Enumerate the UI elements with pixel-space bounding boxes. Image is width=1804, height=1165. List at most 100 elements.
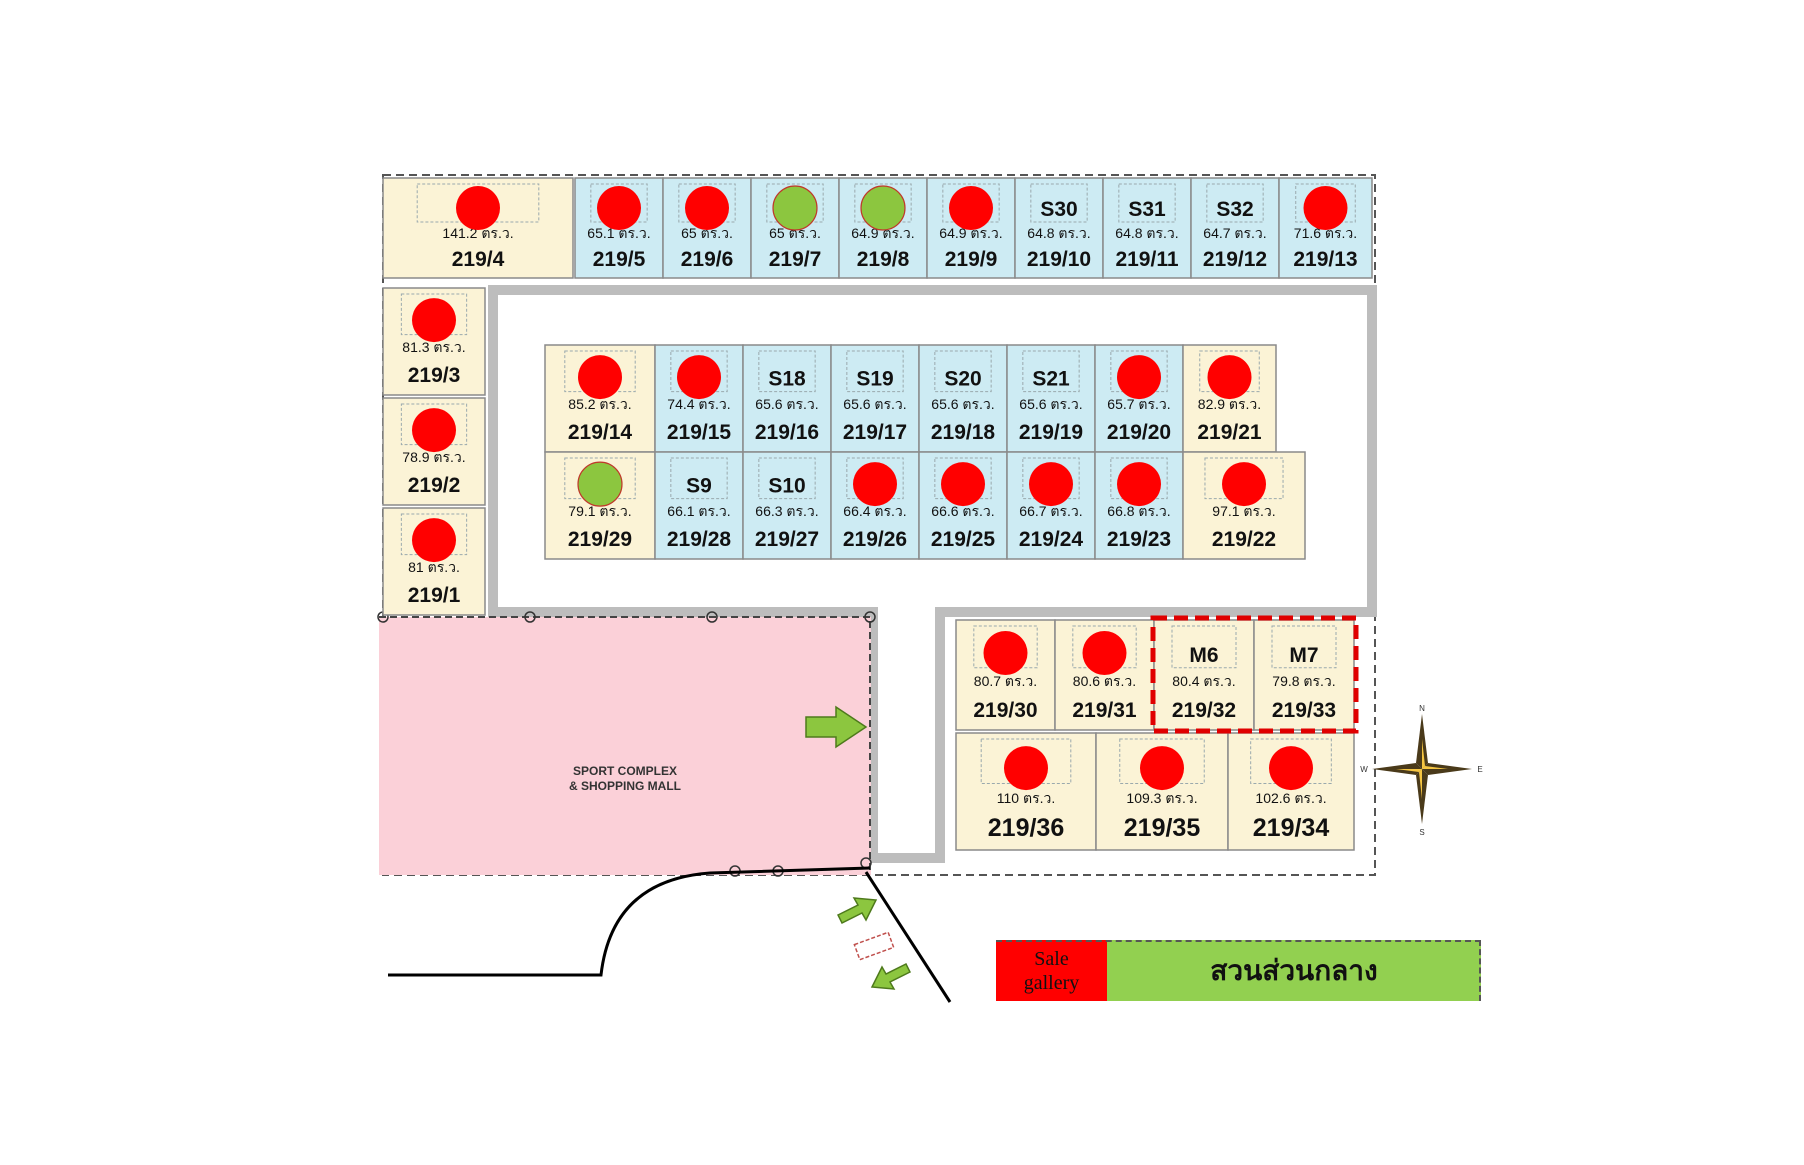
gatehouse bbox=[853, 931, 895, 961]
plot-m15[interactable]: M1578.9 ตร.ว.219/2 bbox=[382, 397, 486, 506]
plot-address: 219/3 bbox=[408, 364, 461, 387]
plot-code: S19 bbox=[856, 368, 893, 391]
plot-fill bbox=[1006, 344, 1096, 453]
plot-area: 66.3 ตร.ว. bbox=[755, 503, 818, 519]
mall-boundary-line bbox=[379, 616, 871, 870]
dot-marker-icon bbox=[772, 185, 818, 231]
plot-s14[interactable]: S1466.8 ตร.ว.219/23 bbox=[1094, 451, 1184, 560]
plot-address: 219/17 bbox=[843, 421, 907, 444]
plot-s11[interactable]: S1166.4 ตร.ว.219/26 bbox=[830, 451, 920, 560]
survey-marker bbox=[864, 611, 876, 623]
plot-m12[interactable]: M1285.2 ตร.ว.219/14 bbox=[544, 344, 656, 453]
floorplan-outline bbox=[758, 350, 816, 393]
plot-code: S10 bbox=[768, 475, 805, 498]
dot-marker-icon bbox=[1117, 355, 1161, 400]
plot-m8[interactable]: M880.7 ตร.ว.219/30 bbox=[955, 619, 1056, 731]
plot-address: 219/35 bbox=[1124, 814, 1201, 842]
dot-marker-icon bbox=[1082, 631, 1127, 675]
plot-address: 219/9 bbox=[945, 248, 998, 271]
plot-address: 219/32 bbox=[1172, 699, 1236, 722]
arrow-icon bbox=[836, 897, 878, 925]
plot-s12[interactable]: S1266.6 ตร.ว.219/25 bbox=[918, 451, 1008, 560]
plot-area: 64.8 ตร.ว. bbox=[1115, 225, 1178, 241]
plot-area: 97.1 ตร.ว. bbox=[1212, 503, 1275, 519]
floorplan-outline bbox=[846, 350, 904, 393]
plot-m11[interactable]: M1179.1 ตร.ว.219/29 bbox=[544, 451, 656, 560]
plot-s26[interactable]: S2665 ตร.ว.219/6 bbox=[662, 177, 752, 279]
plot-l3[interactable]: L3102.6 ตร.ว.219/34 bbox=[1227, 732, 1355, 851]
plot-area: 66.7 ตร.ว. bbox=[1019, 503, 1082, 519]
plot-s27[interactable]: S2765 ตร.ว.219/7 bbox=[750, 177, 840, 279]
plot-address: 219/21 bbox=[1197, 421, 1262, 444]
plot-s25[interactable]: S2565.1 ตร.ว.219/5 bbox=[574, 177, 664, 279]
plot-s29[interactable]: S2964.9 ตร.ว.219/9 bbox=[926, 177, 1016, 279]
plot-s33[interactable]: S3371.6 ตร.ว.219/13 bbox=[1278, 177, 1373, 279]
plot-s17[interactable]: S1774.4 ตร.ว.219/15 bbox=[654, 344, 744, 453]
compass-n: N bbox=[1419, 704, 1425, 713]
plot-area: 64.9 ตร.ว. bbox=[851, 225, 914, 241]
plot-address: 219/34 bbox=[1253, 814, 1330, 842]
plot-m16[interactable]: M1681 ตร.ว.219/1 bbox=[382, 507, 486, 616]
plot-area: 64.9 ตร.ว. bbox=[939, 225, 1002, 241]
plot-m14[interactable]: M1481.3 ตร.ว.219/3 bbox=[382, 287, 486, 396]
floorplan-outline bbox=[400, 513, 468, 556]
plot-m5[interactable]: M597.1 ตร.ว.219/22 bbox=[1182, 451, 1306, 560]
plot-address: 219/20 bbox=[1107, 421, 1171, 444]
plot-address: 219/31 bbox=[1072, 699, 1137, 722]
plot-address: 219/23 bbox=[1107, 528, 1171, 551]
floorplan-outline bbox=[1271, 625, 1337, 669]
legend-sale-gallery: Sale gallery bbox=[996, 940, 1107, 1001]
plot-l2[interactable]: L2109.3 ตร.ว.219/35 bbox=[1095, 732, 1229, 851]
plot-area: 65.6 ตร.ว. bbox=[755, 396, 818, 412]
dot-marker-icon bbox=[1004, 746, 1048, 791]
dot-marker-icon bbox=[412, 408, 456, 453]
plot-address: 219/25 bbox=[931, 528, 996, 551]
plot-m9[interactable]: M980.6 ตร.ว.219/31 bbox=[1054, 619, 1155, 731]
plot-code: S31 bbox=[1128, 198, 1166, 221]
plot-address: 219/19 bbox=[1019, 421, 1083, 444]
plot-fill bbox=[1102, 177, 1192, 279]
plot-area: 102.6 ตร.ว. bbox=[1255, 790, 1326, 806]
plot-m4[interactable]: M4141.2 ตร.ว.219/4 bbox=[382, 177, 574, 279]
plot-s13[interactable]: S1366.7 ตร.ว.219/24 bbox=[1006, 451, 1096, 560]
plot-address: 219/7 bbox=[769, 248, 822, 271]
plot-s22[interactable]: S2265.7 ตร.ว.219/20 bbox=[1094, 344, 1184, 453]
dot-marker-icon bbox=[1269, 746, 1313, 791]
plot-address: 219/13 bbox=[1293, 248, 1357, 271]
plot-area: 65 ตร.ว. bbox=[681, 225, 733, 241]
floorplan-outline bbox=[980, 738, 1072, 784]
plot-s28[interactable]: S2864.9 ตร.ว.219/8 bbox=[838, 177, 928, 279]
plot-address: 219/4 bbox=[452, 248, 505, 271]
plot-area: 66.1 ตร.ว. bbox=[667, 503, 730, 519]
plot-l1[interactable]: L1110 ตร.ว.219/36 bbox=[955, 732, 1097, 851]
plot-code: M6 bbox=[1189, 644, 1218, 667]
plot-area: 66.8 ตร.ว. bbox=[1107, 503, 1170, 519]
entrance-arrows bbox=[805, 705, 912, 990]
plot-address: 219/18 bbox=[931, 421, 996, 444]
dot-marker-icon bbox=[860, 185, 906, 231]
dot-marker-icon bbox=[412, 298, 456, 343]
access-road-curve bbox=[388, 866, 871, 977]
plot-m13[interactable]: M1382.9 ตร.ว.219/21 bbox=[1182, 344, 1277, 453]
dot-marker-icon bbox=[941, 462, 985, 507]
dot-marker-icon bbox=[983, 631, 1028, 675]
plot-fill bbox=[654, 451, 744, 560]
plot-area: 80.4 ตร.ว. bbox=[1172, 673, 1235, 689]
plot-address: 219/12 bbox=[1203, 248, 1267, 271]
plot-fill bbox=[742, 344, 832, 453]
arrow-icon bbox=[805, 705, 868, 749]
plot-address: 219/33 bbox=[1272, 699, 1336, 722]
plot-m6[interactable]: M6 80.4 ตร.ว. 219/32 bbox=[1153, 619, 1255, 731]
plot-area: 82.9 ตร.ว. bbox=[1198, 396, 1261, 412]
plot-fill bbox=[1253, 619, 1355, 731]
